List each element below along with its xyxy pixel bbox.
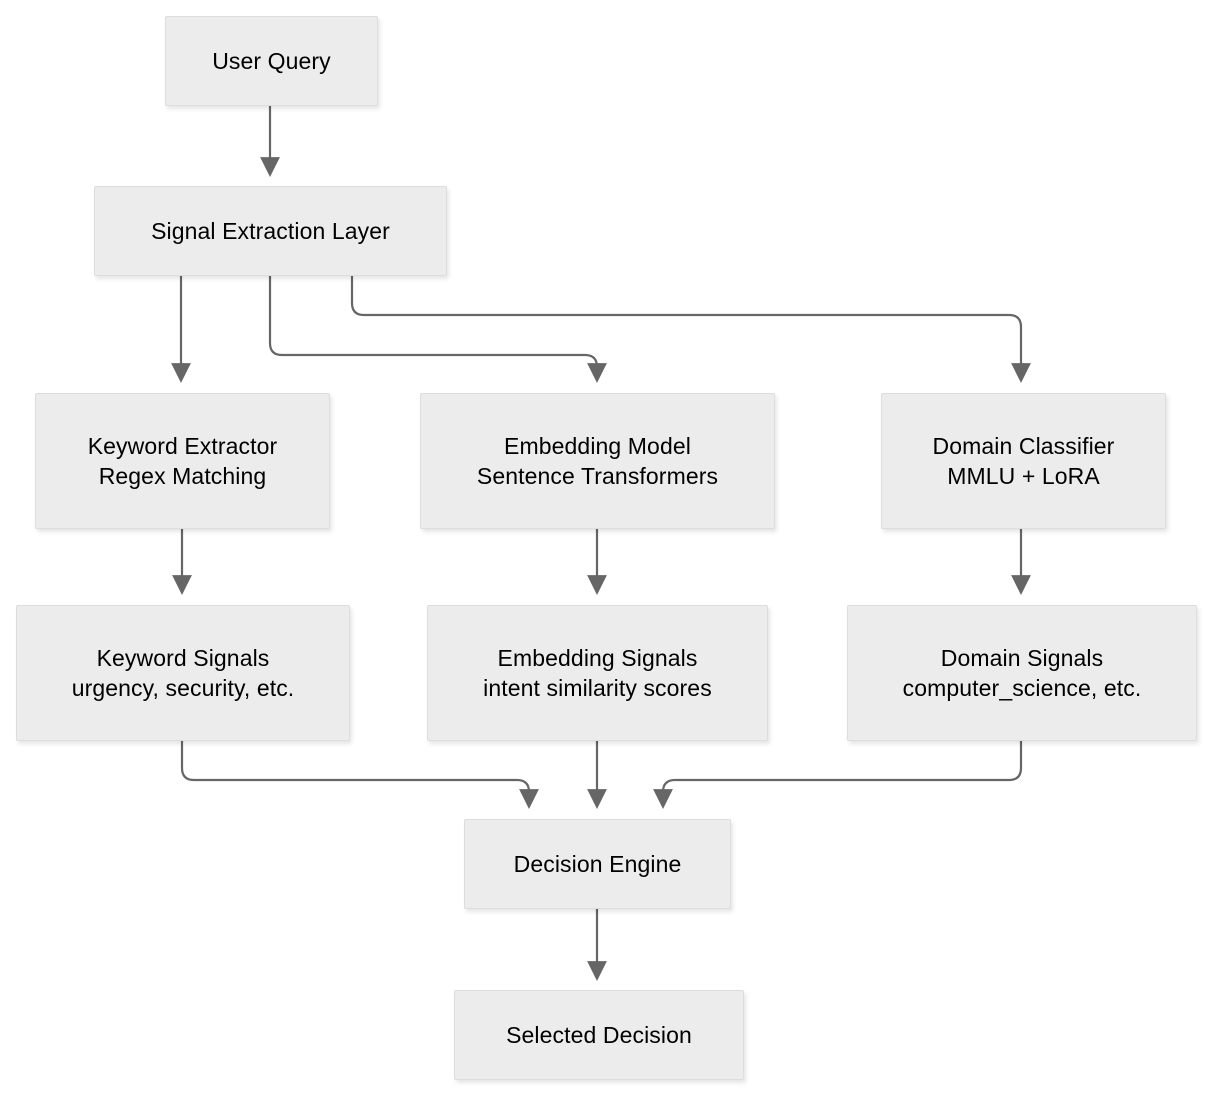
node-title: Signal Extraction Layer <box>151 217 390 244</box>
node-decision-engine[interactable]: Decision Engine <box>464 819 731 909</box>
edge-signal-extraction-to-domain-classifier <box>350 276 1031 383</box>
node-title: Embedding Signals <box>497 644 698 671</box>
node-title: Decision Engine <box>513 850 682 877</box>
edge-signal-extraction-to-embedding-model <box>268 276 607 383</box>
node-selected-decision[interactable]: Selected Decision <box>454 990 744 1080</box>
node-subtitle: MMLU + LoRA <box>947 463 1100 489</box>
node-title: User Query <box>212 47 331 74</box>
node-title: Keyword Signals <box>96 644 270 671</box>
node-keyword-signals[interactable]: Keyword Signals urgency, security, etc. <box>16 605 350 741</box>
edge-domain-signals-to-decision-engine <box>653 741 1023 809</box>
node-subtitle: computer_science, etc. <box>902 675 1142 701</box>
node-domain-classifier[interactable]: Domain Classifier MMLU + LoRA <box>881 393 1166 529</box>
node-title: Domain Classifier <box>932 432 1115 459</box>
node-subtitle: Regex Matching <box>98 463 267 489</box>
node-keyword-extractor[interactable]: Keyword Extractor Regex Matching <box>35 393 330 529</box>
node-signal-extraction-layer[interactable]: Signal Extraction Layer <box>94 186 447 276</box>
node-subtitle: intent similarity scores <box>483 675 712 701</box>
node-title: Domain Signals <box>940 644 1104 671</box>
node-embedding-signals[interactable]: Embedding Signals intent similarity scor… <box>427 605 768 741</box>
edge-keyword-signals-to-decision-engine <box>180 741 539 809</box>
node-subtitle: Sentence Transformers <box>476 463 719 489</box>
node-title: Selected Decision <box>506 1021 692 1048</box>
node-title: Embedding Model <box>504 432 691 459</box>
node-subtitle: urgency, security, etc. <box>71 675 295 701</box>
node-domain-signals[interactable]: Domain Signals computer_science, etc. <box>847 605 1197 741</box>
node-title: Keyword Extractor <box>87 432 278 459</box>
node-user-query[interactable]: User Query <box>165 16 378 106</box>
node-embedding-model[interactable]: Embedding Model Sentence Transformers <box>420 393 775 529</box>
